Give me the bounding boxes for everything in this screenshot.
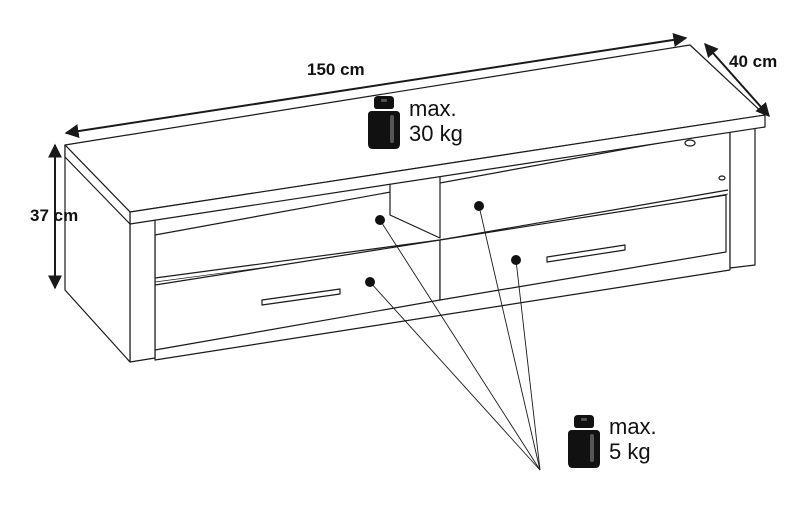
drawer-handle-icon (546, 244, 626, 263)
dimension-lines (48, 32, 770, 290)
cable-hole (684, 139, 696, 147)
depth-arrow (704, 42, 770, 118)
compartment-load-label: max. 5 kg (609, 414, 657, 464)
top-load-line1: max. (409, 96, 457, 121)
drawer-handle-icon (261, 288, 341, 306)
load-pointer-lines (369, 205, 541, 471)
width-arrow (64, 32, 688, 139)
weight-icon (568, 415, 600, 468)
compartment-load-line1: max. (609, 414, 657, 439)
height-label: 37 cm (30, 206, 79, 225)
weight-icon (368, 96, 400, 149)
shelf-pin (718, 175, 726, 181)
load-points (365, 201, 521, 287)
top-load-label: max. 30 kg (409, 96, 463, 146)
tv-stand (64, 44, 766, 363)
right-leg (729, 125, 756, 269)
top-left-edge (64, 144, 131, 225)
depth-label: 40 cm (729, 52, 778, 71)
width-label: 150 cm (307, 60, 365, 79)
compartment-load-line2: 5 kg (609, 439, 651, 464)
top-load-line2: 30 kg (409, 121, 463, 146)
left-leg-front (129, 217, 156, 363)
right-drawer (439, 194, 727, 301)
